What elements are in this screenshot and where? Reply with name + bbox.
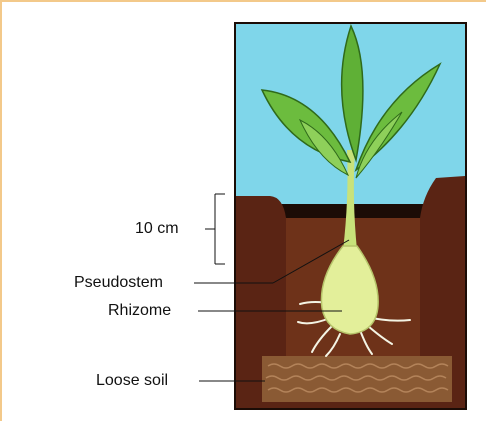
depth-label: 10 cm: [135, 220, 179, 238]
rhizome-label: Rhizome: [108, 302, 171, 320]
illustration-panel: [234, 22, 467, 410]
depth-bracket: [205, 194, 225, 264]
pseudostem-label: Pseudostem: [74, 274, 163, 292]
loose-soil-label: Loose soil: [96, 372, 168, 390]
